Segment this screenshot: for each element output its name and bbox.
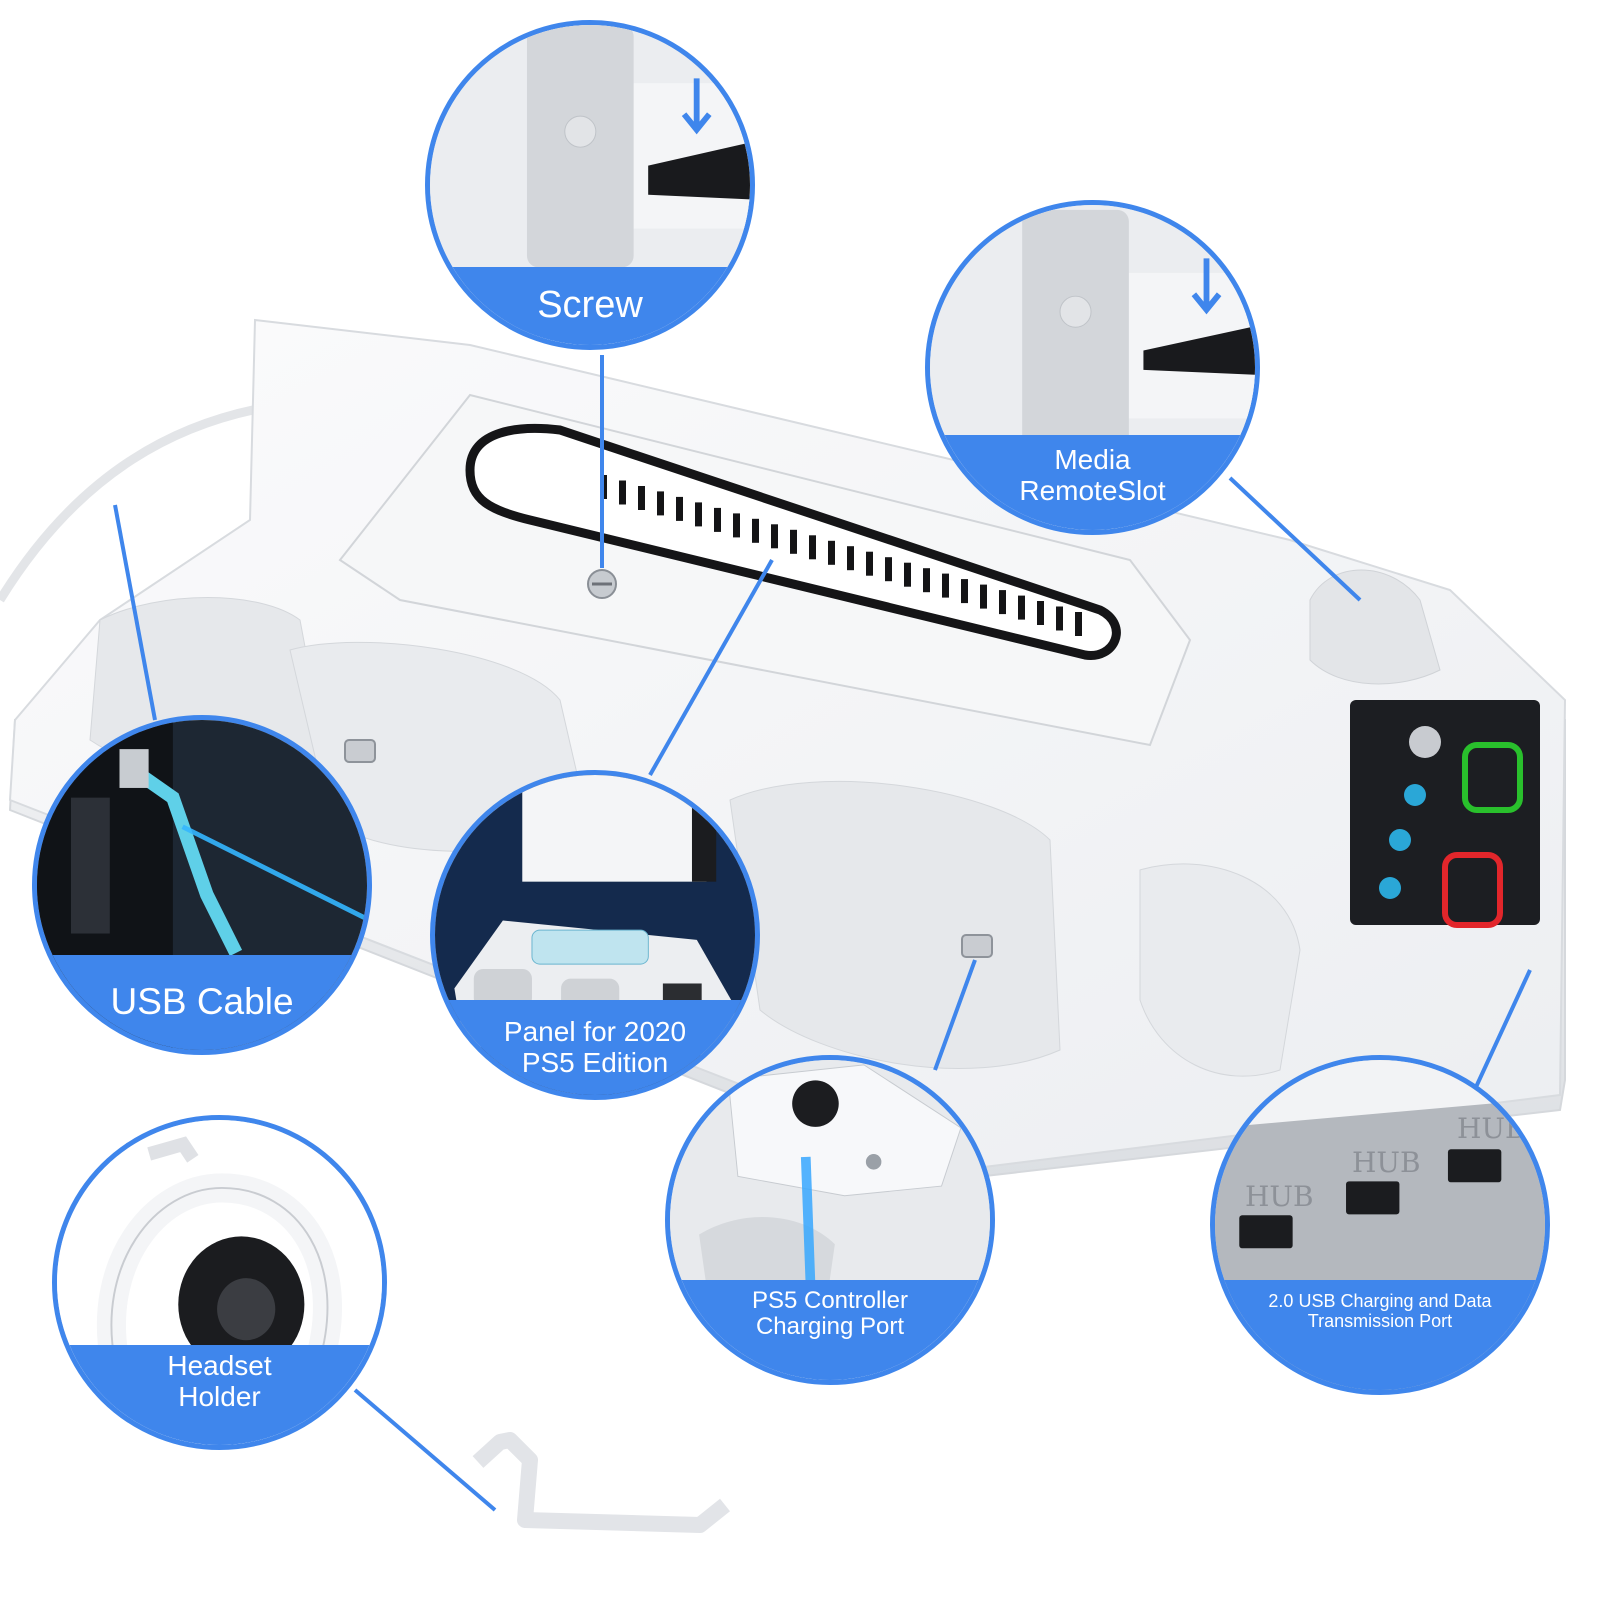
headset-hook-icon (472, 1432, 730, 1533)
controller-icon (1442, 852, 1503, 928)
vent-slat (923, 568, 930, 593)
fan-icon (1379, 877, 1401, 899)
vent-slat (657, 491, 664, 516)
power-button-icon (1409, 726, 1441, 758)
vent-slat (904, 562, 911, 587)
callout-controller-port: PS5 Controller Charging Port (665, 1055, 995, 1385)
vent-slat (752, 518, 759, 543)
fan-icon (1389, 829, 1411, 851)
callout-label: USB Cable (110, 981, 294, 1023)
callout-label: Media RemoteSlot (1019, 444, 1166, 506)
usb-c-port-icon (961, 934, 993, 958)
dock-recess (729, 780, 1061, 1070)
vent-slat (638, 486, 645, 510)
hub-port-label: HUB (1457, 1112, 1526, 1145)
callout-usb-cable: USB Cable (32, 715, 372, 1055)
callout-label: 2.0 USB Charging and Data Transmission P… (1268, 1291, 1492, 1331)
callout-headset: Headset Holder (52, 1115, 387, 1450)
arrow-down-icon (1191, 258, 1222, 315)
callout-usb-hub: HUB HUB HUB 2.0 USB Charging and Data Tr… (1210, 1055, 1550, 1395)
dock-recess (1139, 863, 1301, 1077)
callout-label: PS5 Controller Charging Port (751, 1287, 909, 1341)
vent-slat (733, 513, 740, 538)
vent-slat (866, 551, 873, 576)
callout-media-remote-slot: Media RemoteSlot (925, 200, 1260, 535)
controller-icon (1462, 742, 1523, 813)
vent-slat (980, 584, 987, 609)
callout-label: Headset Holder (167, 1350, 272, 1412)
usb-port-icon (1447, 1149, 1502, 1183)
arrow-down-icon (681, 78, 712, 135)
vent-slats (600, 475, 1082, 636)
headset-hook-icon (147, 1136, 199, 1163)
vent-slat (1037, 601, 1044, 625)
vent-slat (771, 524, 778, 549)
remote-slot (1309, 569, 1441, 685)
callout-panel-2020: Panel for 2020 PS5 Edition (430, 770, 760, 1100)
usb-port-icon (1239, 1215, 1293, 1249)
remote-icon (1022, 209, 1129, 453)
vent-slat (885, 557, 892, 582)
vent-slat (714, 507, 721, 532)
vent-slat (961, 579, 968, 604)
vent-slat (999, 590, 1006, 615)
vent-slat (1056, 606, 1063, 631)
vent-slat (676, 496, 683, 521)
vent-slat (942, 573, 949, 598)
fan-icon (1404, 784, 1426, 806)
vent-slat (847, 546, 854, 571)
vent-slat (790, 529, 797, 554)
hub-port-label: HUB (1245, 1180, 1314, 1213)
indicator-panel (1350, 700, 1540, 925)
usb-port-icon (1346, 1181, 1400, 1215)
controller-icon (792, 1080, 839, 1127)
vent-slat (828, 540, 835, 565)
callout-screw: Screw (425, 20, 755, 350)
callout-label: Screw (537, 284, 643, 327)
callout-label: Panel for 2020 PS5 Edition (503, 1015, 687, 1078)
vent-slat (1018, 595, 1025, 620)
hub-port-label: HUB (1352, 1146, 1421, 1179)
vent-slat (619, 480, 626, 505)
usb-port-icon (119, 749, 149, 788)
vent-slat (695, 502, 702, 527)
vent-slat (1075, 612, 1082, 636)
vent-slat (809, 535, 816, 560)
